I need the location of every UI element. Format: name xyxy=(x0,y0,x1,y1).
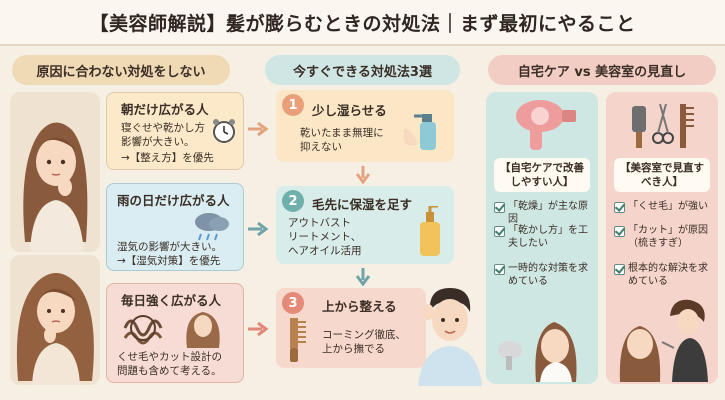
checklist-item: 「乾燥」が主な原因 xyxy=(494,200,594,226)
checklist-item: 「乾かし方」を工夫したい xyxy=(494,224,594,250)
arrow-right-icon xyxy=(248,322,269,336)
cause-text: 問題も含めて考える。 xyxy=(117,365,222,377)
alarm-clock-icon xyxy=(213,119,235,143)
hair-dryer-icon xyxy=(516,100,576,150)
salon-panel: 【美容室で見直すべき人】 「くせ毛」が強い 「カット」が原因（梳きすぎ） 根本的… xyxy=(606,92,718,384)
checkbox-checked-icon xyxy=(614,202,625,213)
step-text: 抑えない xyxy=(300,141,342,153)
woman-drying-hair-illustration xyxy=(498,322,577,382)
step-number: 2 xyxy=(282,190,304,212)
cause-text: 影響が大きい。 xyxy=(121,136,195,148)
checkbox-checked-icon xyxy=(494,264,505,275)
cause-title: 雨の日だけ広がる人 xyxy=(117,193,230,208)
arrow-down-icon xyxy=(356,166,370,184)
cause-text: →【湿気対策】を優先 xyxy=(117,255,221,267)
arrow-right-icon xyxy=(248,222,269,236)
checklist-item: 「くせ毛」が強い xyxy=(614,200,714,213)
step-text: 乾いたまま無理に xyxy=(300,127,384,139)
column-header-steps: 今すぐできる対処法3選 xyxy=(265,55,460,85)
step-title: 毛先に保湿を足す xyxy=(312,197,413,212)
checkbox-checked-icon xyxy=(614,226,625,237)
cause-title: 毎日強く広がる人 xyxy=(121,293,222,308)
step-text: 上から撫でる xyxy=(322,343,385,355)
step-number: 3 xyxy=(282,292,304,314)
step-number: 1 xyxy=(282,94,304,116)
cause-text: →【整え方】を優先 xyxy=(121,152,214,164)
step-title: 上から整える xyxy=(322,299,397,314)
home-care-panel: 【自宅ケアで改善しやすい人】 「乾燥」が主な原因 「乾かし方」を工夫したい 一時… xyxy=(486,92,598,384)
hair-oil-bottle-icon xyxy=(420,206,440,256)
step-title: 少し湿らせる xyxy=(312,103,387,118)
column-header-compare: 自宅ケア vs 美容室の見直し xyxy=(488,55,716,85)
step-text: アウトバスト xyxy=(288,217,351,229)
woman-thinking-illustration xyxy=(10,92,100,252)
arrow-right-icon xyxy=(248,122,269,136)
checkbox-checked-icon xyxy=(494,226,505,237)
man-combing-hair-illustration xyxy=(418,288,482,386)
checklist-item: 根本的な解決を求めている xyxy=(614,262,714,288)
salon-tools-icon xyxy=(632,103,694,148)
comb-icon xyxy=(290,318,306,362)
arrow-down-icon xyxy=(356,268,370,286)
cause-card-rainy: 雨の日だけ広がる人 湿気の影響が大きい。 →【湿気対策】を優先 xyxy=(106,183,244,271)
title-bar: 【美容師解説】髪が膨らむときの対処法｜まず最初にやること xyxy=(0,0,725,46)
home-care-label: 【自宅ケアで改善しやすい人】 xyxy=(494,158,590,192)
woman-frizzy-hair-illustration xyxy=(10,255,100,385)
rain-cloud-icon xyxy=(195,213,229,241)
step-text: コーミング徹底、 xyxy=(322,329,406,341)
frizzy-woman-icon xyxy=(186,312,220,348)
curly-hair-icon xyxy=(123,315,163,345)
step-text: リートメント、 xyxy=(288,231,362,243)
step-3-box: 3 上から整える コーミング徹底、 上から撫でる xyxy=(276,288,426,368)
page-title: 【美容師解説】髪が膨らむときの対処法｜まず最初にやること xyxy=(89,12,636,35)
cause-text: 湿気の影響が大きい。 xyxy=(117,241,222,253)
checkbox-checked-icon xyxy=(494,202,505,213)
step-text: ヘアオイル活用 xyxy=(288,245,362,257)
cause-title: 朝だけ広がる人 xyxy=(121,102,209,117)
checklist-item: 一時的な対策を求めている xyxy=(494,262,594,288)
checkbox-checked-icon xyxy=(614,264,625,275)
cause-card-daily: 毎日強く広がる人 くせ毛やカット設計の 問題も含めて考える。 xyxy=(106,283,244,383)
cause-text: くせ毛やカット設計の xyxy=(117,351,222,363)
stylist-cutting-hair-illustration xyxy=(619,299,708,382)
checklist-item: 「カット」が原因（梳きすぎ） xyxy=(614,224,714,250)
spray-bottle-icon xyxy=(404,114,436,150)
cause-card-morning: 朝だけ広がる人 寝ぐせや乾かし方 影響が大きい。 →【整え方】を優先 xyxy=(106,92,244,170)
cause-text: 寝ぐせや乾かし方 xyxy=(121,122,205,134)
column-header-causes: 原因に合わない対処をしない xyxy=(12,55,230,85)
salon-label: 【美容室で見直すべき人】 xyxy=(614,158,710,192)
step-1-box: 1 少し湿らせる 乾いたまま無理に 抑えない xyxy=(276,90,454,162)
step-2-box: 2 毛先に保湿を足す アウトバスト リートメント、 ヘアオイル活用 xyxy=(276,186,454,264)
